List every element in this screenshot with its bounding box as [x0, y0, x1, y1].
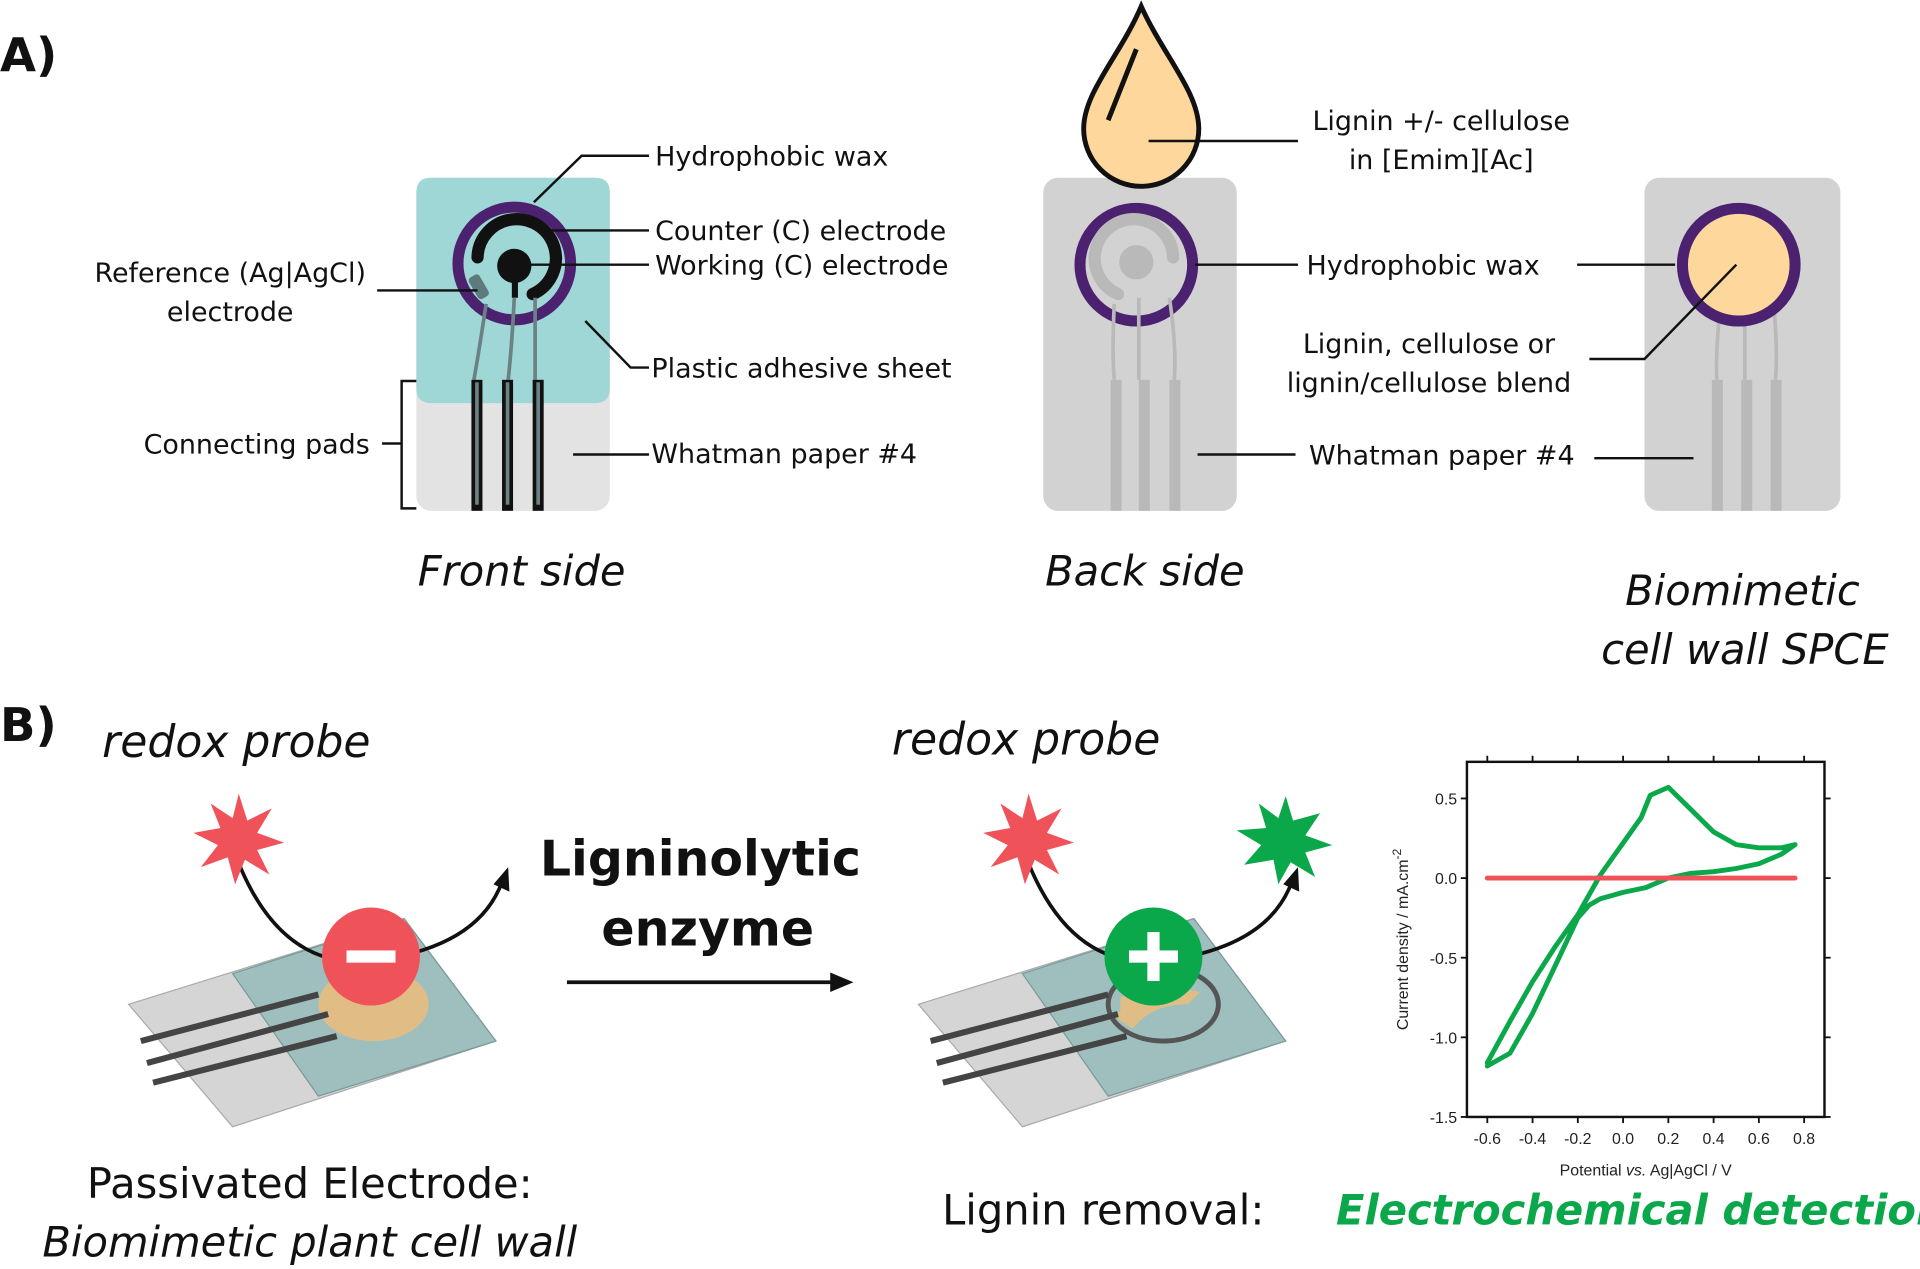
green-star-icon — [1236, 796, 1333, 885]
lignin-removal-caption: Lignin removal: — [942, 1186, 1264, 1235]
label-connecting-pads: Connecting pads — [144, 429, 370, 460]
front-side-electrode — [416, 177, 610, 511]
passivated-electrode — [127, 917, 497, 1128]
x-tick-label: 0.0 — [1612, 1131, 1634, 1148]
label-lignin-cellulose: Lignin +/- cellulose — [1312, 106, 1570, 137]
lignin-drop — [1081, 0, 1202, 189]
passivated-caption-2: Biomimetic plant cell wall — [42, 1218, 577, 1267]
x-tick-label: -0.2 — [1564, 1131, 1592, 1148]
label-back-hydrophobic-wax: Hydrophobic wax — [1307, 251, 1540, 282]
chart-frame — [1465, 760, 1826, 1119]
red-star-icon-right — [983, 793, 1074, 885]
x-tick-label: 0.4 — [1703, 1131, 1725, 1148]
x-tick-label: 0.2 — [1657, 1131, 1679, 1148]
redox-probe-right-label: redox probe — [892, 715, 1160, 766]
cv-curve — [1484, 784, 1798, 1069]
panel-b-label: B) — [0, 698, 57, 752]
degraded-electrode — [917, 917, 1287, 1128]
label-emim-ac: in [Emim][Ac] — [1349, 145, 1534, 176]
x-tick-label: 0.8 — [1793, 1131, 1815, 1148]
label-plastic-sheet: Plastic adhesive sheet — [651, 353, 951, 384]
caption-cell-wall-spce: cell wall SPCE — [1601, 625, 1889, 674]
y-axis-label: Current density / mA.cm-2 — [1390, 848, 1412, 1030]
passivated-caption: Passivated Electrode: — [87, 1159, 533, 1208]
caption-biomimetic: Biomimetic — [1625, 566, 1860, 615]
label-working-electrode: Working (C) electrode — [655, 251, 948, 282]
x-tick-label: -0.6 — [1474, 1131, 1502, 1148]
label-blend-2: lignin/cellulose blend — [1287, 368, 1572, 399]
label-reference-electrode-2: electrode — [167, 297, 294, 328]
enzyme-label-1: Ligninolytic — [540, 831, 861, 888]
caption-front-side: Front side — [418, 547, 626, 596]
x-tick-label: -0.4 — [1519, 1131, 1547, 1148]
y-tick-label: 0.0 — [1435, 871, 1457, 888]
label-whatman-paper: Whatman paper #4 — [651, 439, 917, 470]
enzyme-label-2: enzyme — [601, 901, 814, 958]
label-hydrophobic-wax: Hydrophobic wax — [655, 142, 888, 173]
label-back-whatman-paper: Whatman paper #4 — [1309, 440, 1575, 471]
panel-a-label: A) — [0, 28, 57, 82]
label-blend: Lignin, cellulose or — [1303, 329, 1556, 360]
back-side-electrode — [1043, 0, 1237, 511]
redox-probe-left-label: redox probe — [102, 717, 370, 768]
x-axis-label: Potential vs. Ag|AgCl / V — [1560, 1163, 1733, 1180]
red-star-icon-left — [193, 793, 285, 885]
label-counter-electrode: Counter (C) electrode — [655, 216, 946, 247]
cv-chart: -0.6 -0.4 -0.2 0.0 0.2 0.4 0.6 0.8 0.5 0.0 -0.5 -1.… — [1390, 755, 1831, 1180]
x-tick-label: 0.6 — [1748, 1131, 1770, 1148]
y-tick-label: -1.5 — [1430, 1110, 1458, 1127]
y-tick-label: 0.5 — [1435, 792, 1457, 809]
y-tick-label: -0.5 — [1430, 951, 1458, 968]
electrochemical-detection-caption: Electrochemical detection — [1336, 1186, 1920, 1235]
y-tick-label: -1.0 — [1430, 1030, 1458, 1047]
label-reference-electrode: Reference (Ag|AgCl) — [94, 258, 366, 289]
biomimetic-electrode — [1644, 177, 1841, 511]
caption-back-side: Back side — [1045, 547, 1245, 596]
